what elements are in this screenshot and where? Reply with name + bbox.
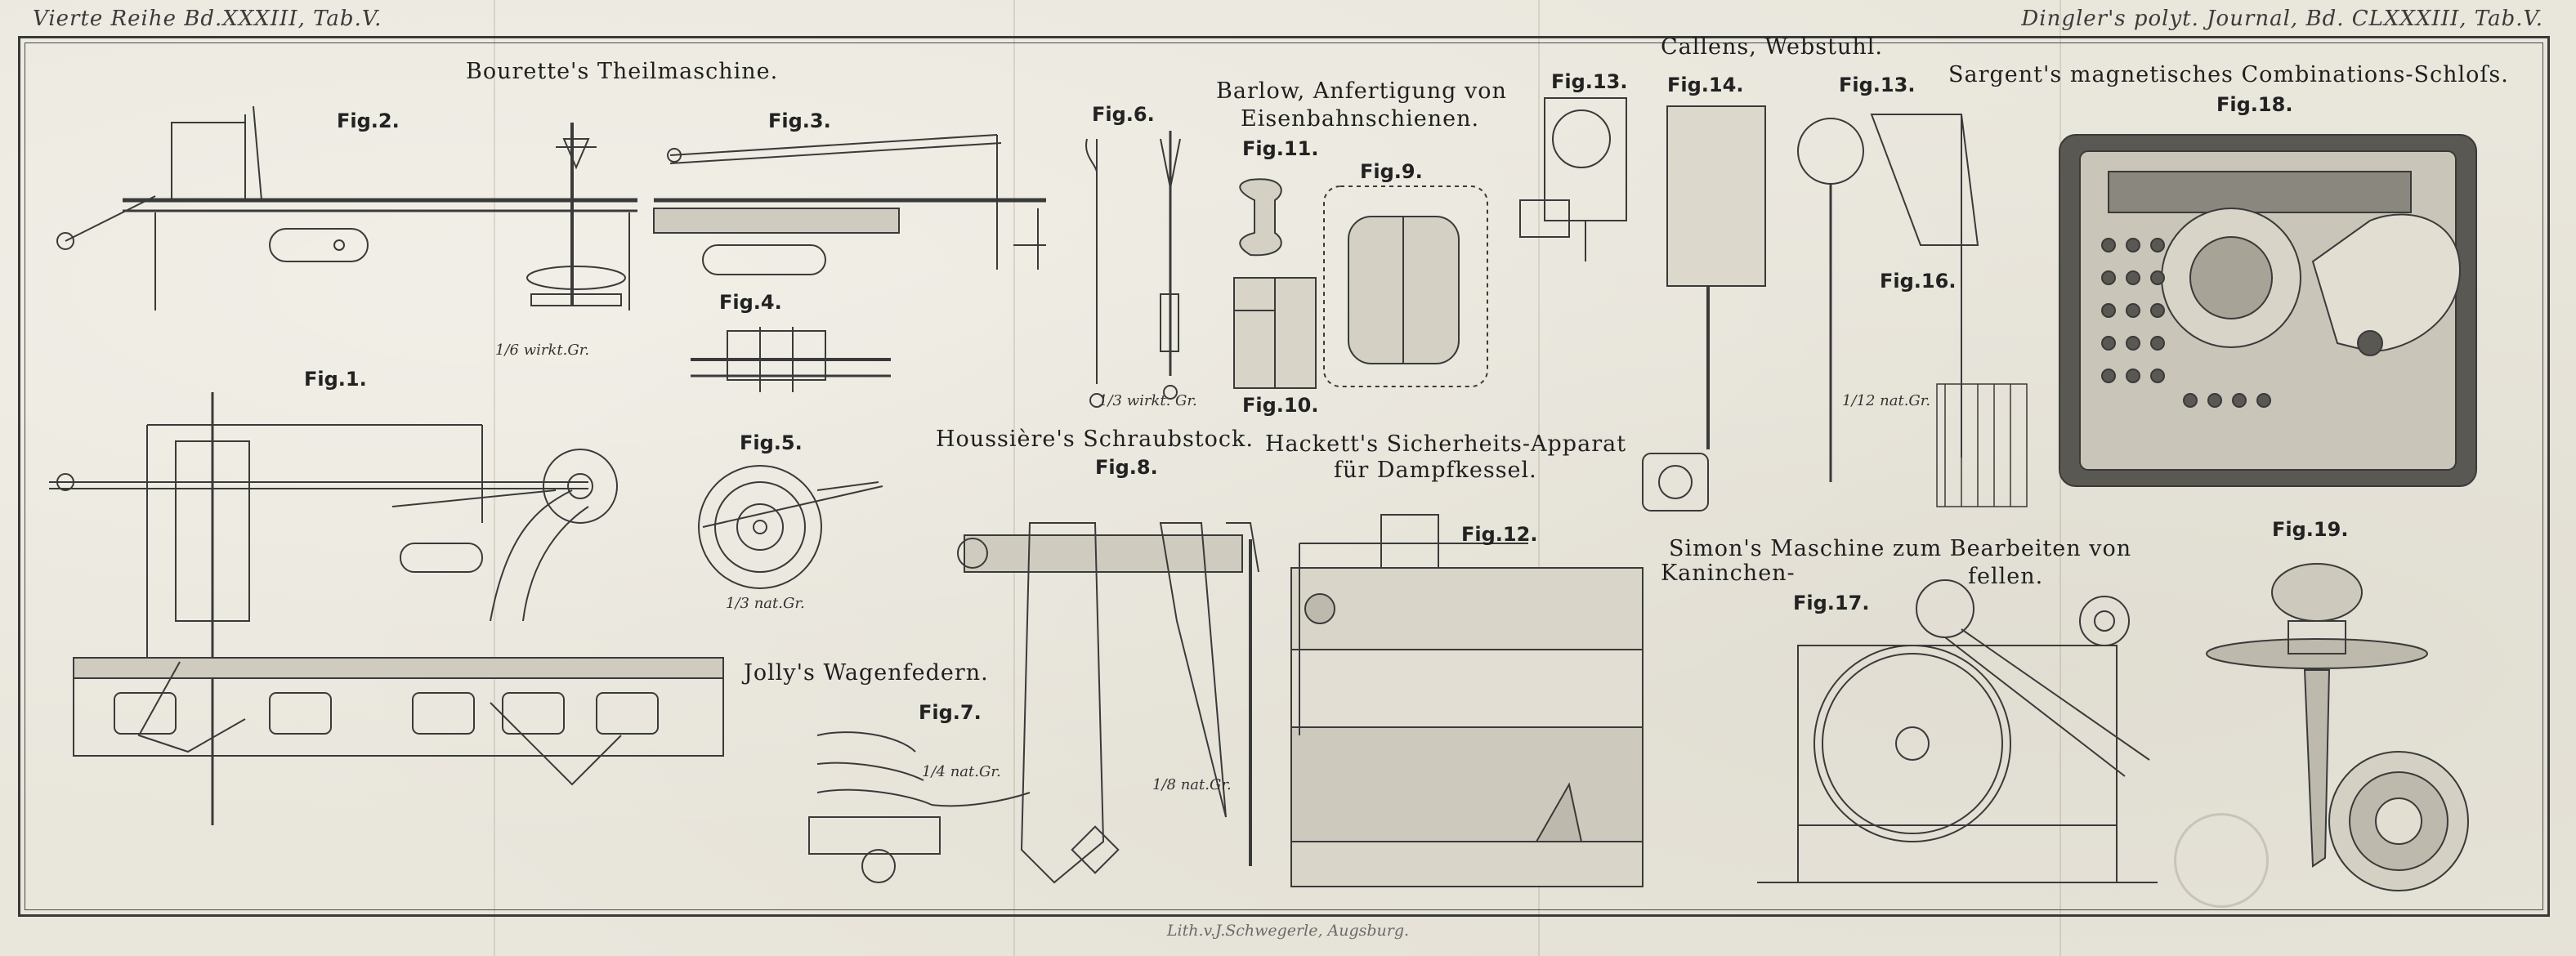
fold-line: [2059, 0, 2061, 956]
bourette-fig2-drawing: [56, 105, 637, 310]
fig-13-label-right: Fig.13.: [1839, 74, 1916, 96]
fig-16-label: Fig.16.: [1880, 270, 1957, 293]
bourette-fig1-drawing: [49, 392, 724, 825]
callens-title: Callens, Webstuhl.: [1661, 34, 1883, 60]
fold-line: [1013, 0, 1015, 956]
fig-2-scale: 1/6 wirkt.Gr.: [495, 342, 590, 359]
plate-frame-outer: [18, 36, 2550, 917]
plate-frame-inner: [25, 42, 2543, 910]
fold-line: [494, 0, 495, 956]
bourette-fig5-drawing: [698, 465, 883, 589]
hackett-fig12-drawing: [1290, 514, 1644, 887]
fig-7-scale: 1/4 nat.Gr.: [922, 763, 1001, 780]
bourette-fig4-drawing: [691, 327, 891, 392]
barlow-fig9-drawing: [1323, 185, 1488, 387]
library-stamp: [2174, 813, 2269, 908]
simon-title-line2: Kaninchen-: [1661, 561, 1796, 586]
sargent-fig18-drawing: [2059, 134, 2477, 487]
fig-12-label: Fig.12.: [1461, 523, 1538, 546]
hackett-title-line1: Hackett's Sicherheits-Apparat: [1265, 431, 1627, 457]
journal-header: Dingler's polyt. Journal, Bd. CLXXXIII, …: [2021, 7, 2543, 31]
fig-3-label: Fig.3.: [768, 109, 831, 132]
fig-5-scale: 1/3 nat.Gr.: [726, 595, 805, 612]
sargent-fig19-drawing: [2206, 563, 2469, 891]
barlow-fig10-drawing: [1233, 277, 1317, 389]
fig-11-label: Fig.11.: [1242, 137, 1319, 160]
fold-line: [1538, 0, 1540, 956]
jolly-title: Jolly's Wagenfedern.: [744, 660, 989, 686]
fig-13-label-left: Fig.13.: [1551, 70, 1628, 93]
fig-17-label: Fig.17.: [1793, 592, 1870, 614]
fig-18-label: Fig.18.: [2216, 93, 2293, 116]
jolly-fig7-drawing: [808, 731, 1031, 883]
houssiere-fig8-drawing: [957, 522, 1259, 884]
fig-6-label: Fig.6.: [1092, 103, 1155, 126]
fig-2-label: Fig.2.: [337, 109, 400, 132]
fig-8-label: Fig.8.: [1095, 456, 1158, 479]
fig-10-label: Fig.10.: [1242, 394, 1319, 417]
houssiere-title: Houssière's Schraubstock.: [936, 427, 1254, 452]
fig-16-scale: 1/12 nat.Gr.: [1842, 392, 1931, 409]
fig-7-label: Fig.7.: [919, 701, 982, 724]
lithographer-credit: Lith.v.J.Schwegerle, Augsburg.: [1166, 922, 1410, 940]
fig-8-scale: 1/8 nat.Gr.: [1152, 776, 1232, 793]
bourette-title: Bourette's Theilmaschine.: [466, 59, 779, 84]
simon-title-line1: Simon's Maschine zum Bearbeiten von: [1669, 536, 2132, 561]
bourette-fig3-drawing: [653, 134, 1046, 275]
series-header: Vierte Reihe Bd.XXXIII, Tab.V.: [33, 7, 382, 31]
simon-fig17-drawing: [1757, 579, 2158, 883]
fig-1-label: Fig.1.: [304, 368, 367, 391]
fig-14-label: Fig.14.: [1667, 74, 1744, 96]
barlow-title-line2: Eisenbahnschienen.: [1241, 106, 1480, 132]
sargent-title: Sargent's magnetisches Combinations-Schl…: [1948, 62, 2509, 87]
fig-5-label: Fig.5.: [740, 431, 803, 454]
fig-4-label: Fig.4.: [719, 291, 782, 314]
barlow-fig11-drawing: [1239, 178, 1282, 257]
barlow-title-line1: Barlow, Anfertigung von: [1216, 78, 1507, 104]
hackett-title-line2: für Dampfkessel.: [1334, 458, 1537, 483]
callens-loom-drawing: [1519, 97, 2028, 512]
barlow-fig6-drawing: [1085, 131, 1181, 408]
fig-19-label: Fig.19.: [2272, 518, 2349, 541]
fig-9-label: Fig.9.: [1360, 160, 1423, 183]
simon-title-line3: fellen.: [1968, 564, 2044, 589]
fig-6-scale: 1/3 wirkt. Gr.: [1098, 392, 1197, 409]
